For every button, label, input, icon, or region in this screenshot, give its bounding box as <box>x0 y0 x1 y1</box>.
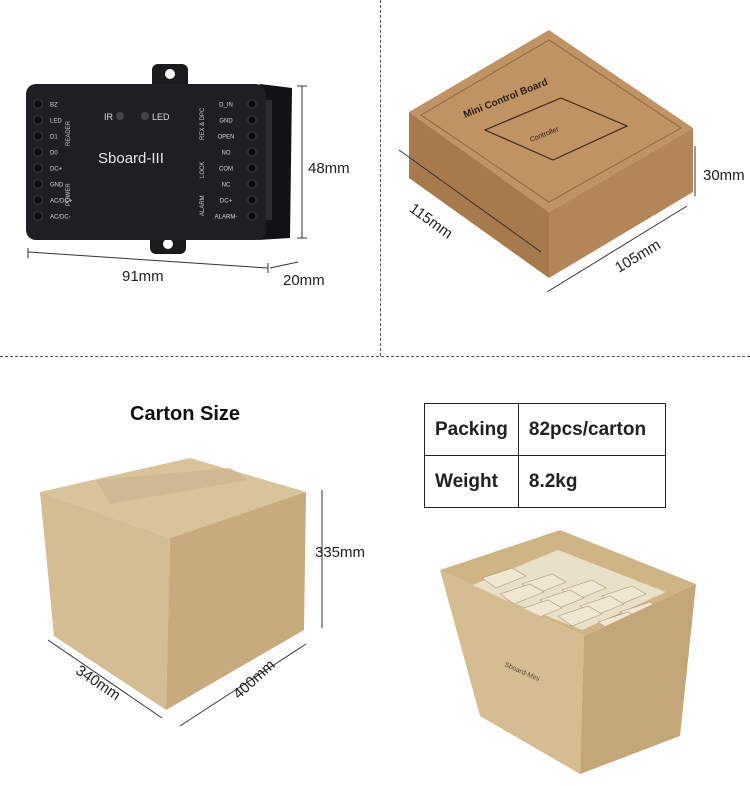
open-carton-front-right <box>580 584 696 774</box>
terminal-pin <box>33 179 43 189</box>
terminal-pin <box>247 179 257 189</box>
device-body <box>26 84 266 240</box>
terminal-pin <box>33 115 43 125</box>
terminal-pin-label: GND <box>50 183 64 189</box>
table-row: Packing 82pcs/carton <box>424 403 666 456</box>
packed-box <box>557 605 603 627</box>
open-carton-front-left <box>440 570 584 774</box>
spec-label-weight: Weight <box>424 455 519 508</box>
ir-label: IR <box>104 112 114 122</box>
carton-depth-line <box>47 639 163 719</box>
terminal-pin <box>247 147 257 157</box>
right-terminal-block: D_IN GND OPEN NO COM NC DC+ ALARM- <box>215 99 257 221</box>
terminal-pin-label: D0 <box>50 151 58 157</box>
packing-spec-table: Packing 82pcs/carton Weight 8.2kg <box>424 403 666 508</box>
reader-group-label: READER <box>66 120 72 146</box>
terminal-pin <box>33 131 43 141</box>
box-lid-edge <box>420 39 682 203</box>
spec-value-packing: 82pcs/carton <box>517 403 666 456</box>
ir-sensor-dot <box>116 112 124 120</box>
width-dimension-line <box>27 251 269 269</box>
led-indicator-dot <box>141 112 149 120</box>
terminal-pin <box>247 99 257 109</box>
device-height-label: 48mm <box>308 160 350 177</box>
carton-size-title: Carton Size <box>130 403 241 425</box>
terminal-pin-label: AC/DC- <box>50 215 71 221</box>
spec-label-packing: Packing <box>424 403 519 456</box>
alarm-group-label: ALARM <box>200 195 206 216</box>
device-side-slot <box>266 100 272 220</box>
horizontal-divider <box>0 356 750 357</box>
table-row: Weight 8.2kg <box>424 455 666 508</box>
vertical-divider <box>380 0 381 356</box>
depth-dimension-line <box>269 261 299 269</box>
retail-box-panel: Mini Control Board Controller <box>398 30 696 293</box>
open-carton-panel: Sboard-Mini <box>440 530 696 774</box>
terminal-pin-label: D1 <box>50 135 58 141</box>
box-length-line <box>398 149 542 253</box>
carton-panel <box>40 458 323 727</box>
power-group-label: POWER <box>66 183 72 206</box>
mount-hole-top <box>165 69 175 79</box>
carton-tape <box>96 468 248 504</box>
printed-board-outline <box>483 97 629 161</box>
box-height-label: 30mm <box>703 167 745 184</box>
device-depth-label: 20mm <box>283 272 325 289</box>
terminal-pin <box>33 147 43 157</box>
carton-right-face <box>166 492 306 710</box>
terminal-pin <box>247 211 257 221</box>
rex-dpc-group-label: REX & DPC <box>200 107 206 140</box>
device-width-label: 91mm <box>122 268 164 285</box>
carton-left-face <box>40 492 170 710</box>
packed-box <box>481 567 527 589</box>
terminal-pin-label: LED <box>50 119 62 125</box>
terminal-pin-label: AC/DC+ <box>50 199 73 205</box>
led-label: LED <box>152 112 170 122</box>
terminal-pin <box>33 163 43 173</box>
terminal-pin-label: BZ <box>50 103 58 109</box>
box-top-face <box>409 30 693 212</box>
spec-value-weight: 8.2kg <box>517 455 666 508</box>
packed-box <box>499 583 545 605</box>
terminal-pin-label: D_IN <box>219 103 233 109</box>
box-width-line <box>546 205 688 293</box>
carton-width-line <box>179 643 307 727</box>
terminal-pin <box>33 195 43 205</box>
box-right-face <box>549 128 693 278</box>
mount-hole-bottom <box>163 239 173 249</box>
terminal-pin-label: GND <box>219 119 233 125</box>
device-model-name: Sboard-III <box>98 150 164 167</box>
terminal-pin-label: DC+ <box>220 199 233 205</box>
terminal-pin-label: NO <box>222 151 231 157</box>
terminal-pin-label: ALARM- <box>215 215 238 221</box>
terminal-pin <box>247 195 257 205</box>
carton-height-label: 335mm <box>315 544 366 561</box>
lock-group-label: LOCK <box>200 162 206 178</box>
terminal-pin-label: OPEN <box>217 135 234 141</box>
terminal-pin <box>33 211 43 221</box>
terminal-pin-label: DC+ <box>50 167 63 173</box>
terminal-pin-label: NC <box>222 183 231 189</box>
terminal-pin <box>33 99 43 109</box>
terminal-pin-label: COM <box>219 167 233 173</box>
terminal-pin <box>247 115 257 125</box>
terminal-pin <box>247 131 257 141</box>
terminal-pin <box>247 163 257 173</box>
box-left-face <box>409 112 549 278</box>
